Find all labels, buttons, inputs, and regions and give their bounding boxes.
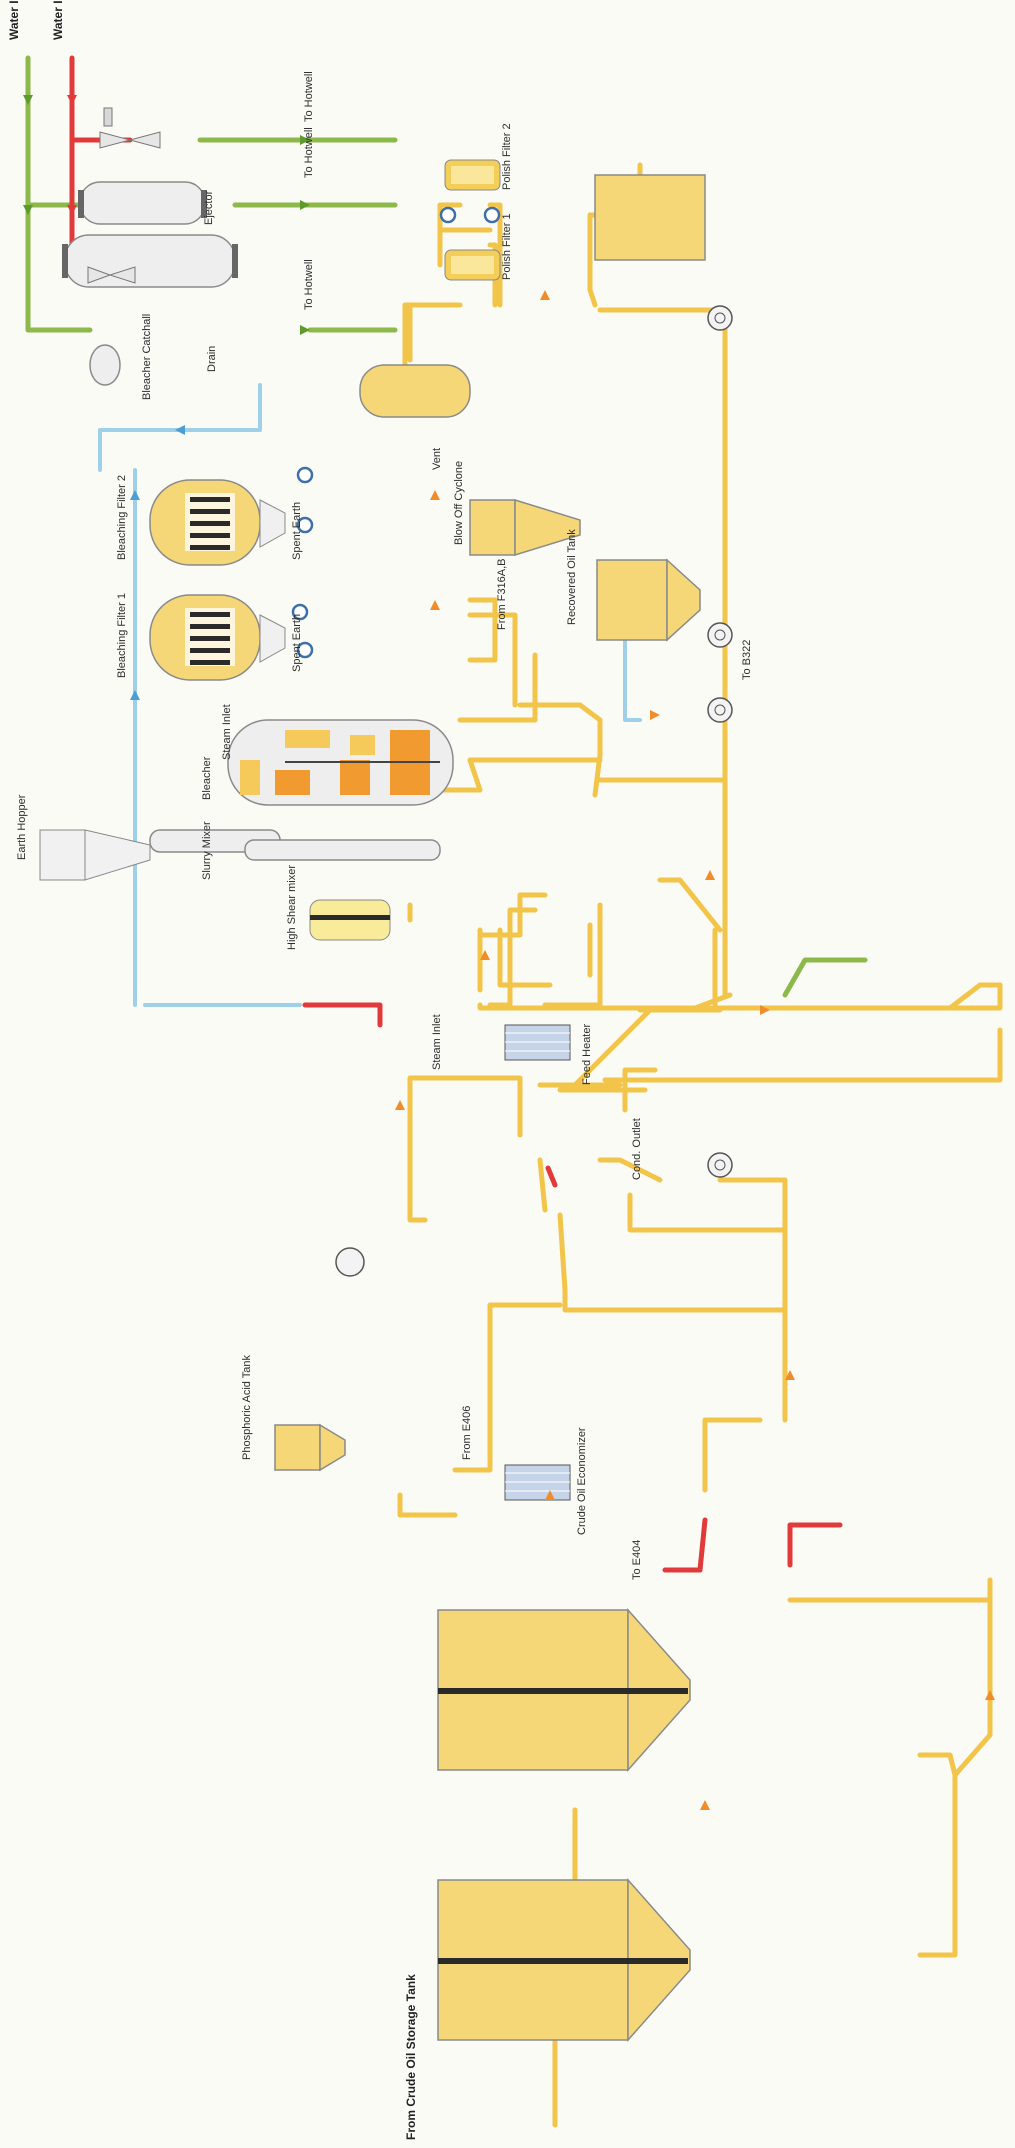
diagram-labels: Water Inlet Water Inlet To Hotwell To Ho… [7, 0, 753, 2140]
polish-filter-2 [444, 159, 501, 191]
crude-oil-economizer-exchanger [504, 1464, 571, 1501]
label-feed-heater: Feed Heater [581, 1024, 593, 1085]
label-from-e406: From E406 [461, 1406, 473, 1460]
label-steam-inlet-top: Steam Inlet [221, 704, 233, 760]
label-to-b322: To B322 [741, 640, 753, 680]
bleacher-vessel [227, 719, 454, 806]
label-drain: Drain [206, 346, 218, 372]
valve-icon [291, 603, 309, 621]
ejector-bottom [87, 266, 136, 284]
recovered-oil-tank-vessel [596, 558, 701, 642]
crude-tank-2 [437, 1878, 691, 2042]
pump-icon [335, 1247, 365, 1277]
label-to-hotwell-2: To Hotwell [303, 127, 315, 178]
label-spent-earth-1: Spent Earth [291, 614, 303, 672]
label-cond-outlet: Cond. Outlet [631, 1118, 643, 1180]
label-ejector: Ejector [203, 190, 215, 225]
label-bleaching-filter-1: Bleaching Filter 1 [116, 593, 128, 678]
label-recovered-oil-tank: Recovered Oil Tank [566, 529, 578, 625]
label-phosphoric-acid-tank: Phosphoric Acid Tank [241, 1355, 253, 1460]
label-spent-earth-2: Spent Earth [291, 502, 303, 560]
lower-horizontal-vessel [244, 839, 441, 861]
label-bleacher-catchall: Bleacher Catchall [141, 314, 153, 400]
pump-icon [707, 697, 733, 723]
label-high-shear-mixer: High Shear mixer [286, 865, 298, 950]
upper-condenser [78, 181, 207, 225]
valve-icon [296, 641, 314, 659]
pump-icon [707, 305, 733, 331]
earth-hopper-vessel [39, 829, 151, 881]
blow-off-cyclone-vessel [469, 498, 581, 557]
label-slurry-mixer: Slurry Mixer [201, 821, 213, 880]
pump-icon [707, 622, 733, 648]
bleaching-filter-2 [149, 479, 286, 566]
label-to-hotwell-3: To Hotwell [303, 259, 315, 310]
receiver-tank [359, 364, 471, 418]
bleaching-filter-1 [149, 594, 286, 681]
valve-icon [439, 206, 457, 224]
label-water-inlet-2: Water Inlet [51, 0, 65, 40]
label-crude-oil-economizer: Crude Oil Economizer [576, 1427, 588, 1535]
label-steam-inlet-mid: Steam Inlet [431, 1014, 443, 1070]
crude-tank-1 [437, 1608, 691, 1772]
label-to-hotwell-1: To Hotwell [303, 71, 315, 122]
label-from-crude-oil-storage-tank: From Crude Oil Storage Tank [404, 1974, 418, 2140]
feed-heater-exchanger [504, 1024, 571, 1061]
label-bleaching-filter-2: Bleaching Filter 2 [116, 475, 128, 560]
label-from-f316ab: From F316A,B [496, 558, 508, 630]
pump-icon [707, 1152, 733, 1178]
flow-arrows [23, 95, 995, 1810]
label-polish-filter-1: Polish Filter 1 [501, 213, 513, 280]
label-polish-filter-2: Polish Filter 2 [501, 123, 513, 190]
label-bleacher: Bleacher [201, 756, 213, 800]
water-lines [25, 55, 868, 998]
product-tank [594, 174, 706, 261]
valve-icon [296, 466, 314, 484]
high-shear-mixer-vessel [309, 899, 391, 941]
label-earth-hopper: Earth Hopper [16, 794, 28, 860]
label-blow-off-cyclone: Blow Off Cyclone [453, 461, 465, 545]
polish-filter-1 [444, 249, 501, 281]
label-to-e404: To E404 [631, 1540, 643, 1580]
label-vent: Vent [431, 448, 443, 470]
label-water-inlet-1: Water Inlet [7, 0, 21, 40]
ejector-top [99, 107, 161, 149]
valve-icon [483, 206, 501, 224]
valve-icon [296, 516, 314, 534]
bleacher-catchall-vessel [89, 344, 121, 386]
oil-lines [397, 162, 1003, 2128]
phosphoric-acid-tank-vessel [274, 1423, 346, 1472]
